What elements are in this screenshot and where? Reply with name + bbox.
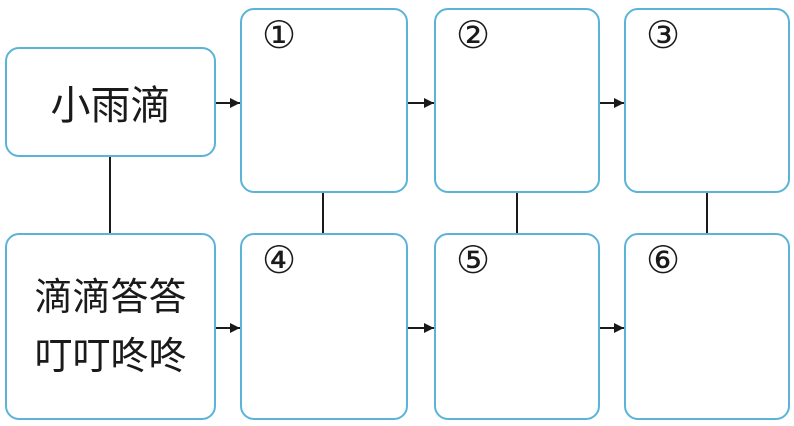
slot-2-box[interactable]: ② xyxy=(434,8,600,193)
slot-1-box[interactable]: ① xyxy=(240,8,408,193)
slot-5-number: ⑤ xyxy=(456,238,491,282)
slot-6-box[interactable]: ⑥ xyxy=(624,233,790,420)
slot-4-box[interactable]: ④ xyxy=(240,233,408,420)
start-box-top: 小雨滴 xyxy=(5,47,216,157)
slot-4-number: ④ xyxy=(262,238,297,282)
start-box-top-text: 小雨滴 xyxy=(50,83,171,129)
slot-3-box[interactable]: ③ xyxy=(624,8,790,193)
start-box-bottom: 滴滴答答 叮叮咚咚 xyxy=(5,233,216,420)
slot-3-number: ③ xyxy=(646,13,681,57)
slot-5-box[interactable]: ⑤ xyxy=(434,233,600,420)
slot-6-number: ⑥ xyxy=(646,238,681,282)
start-box-bottom-line1: 滴滴答答 xyxy=(34,274,187,319)
slot-1-number: ① xyxy=(262,13,297,57)
slot-2-number: ② xyxy=(456,13,491,57)
start-box-bottom-line2: 叮叮咚咚 xyxy=(34,333,187,378)
